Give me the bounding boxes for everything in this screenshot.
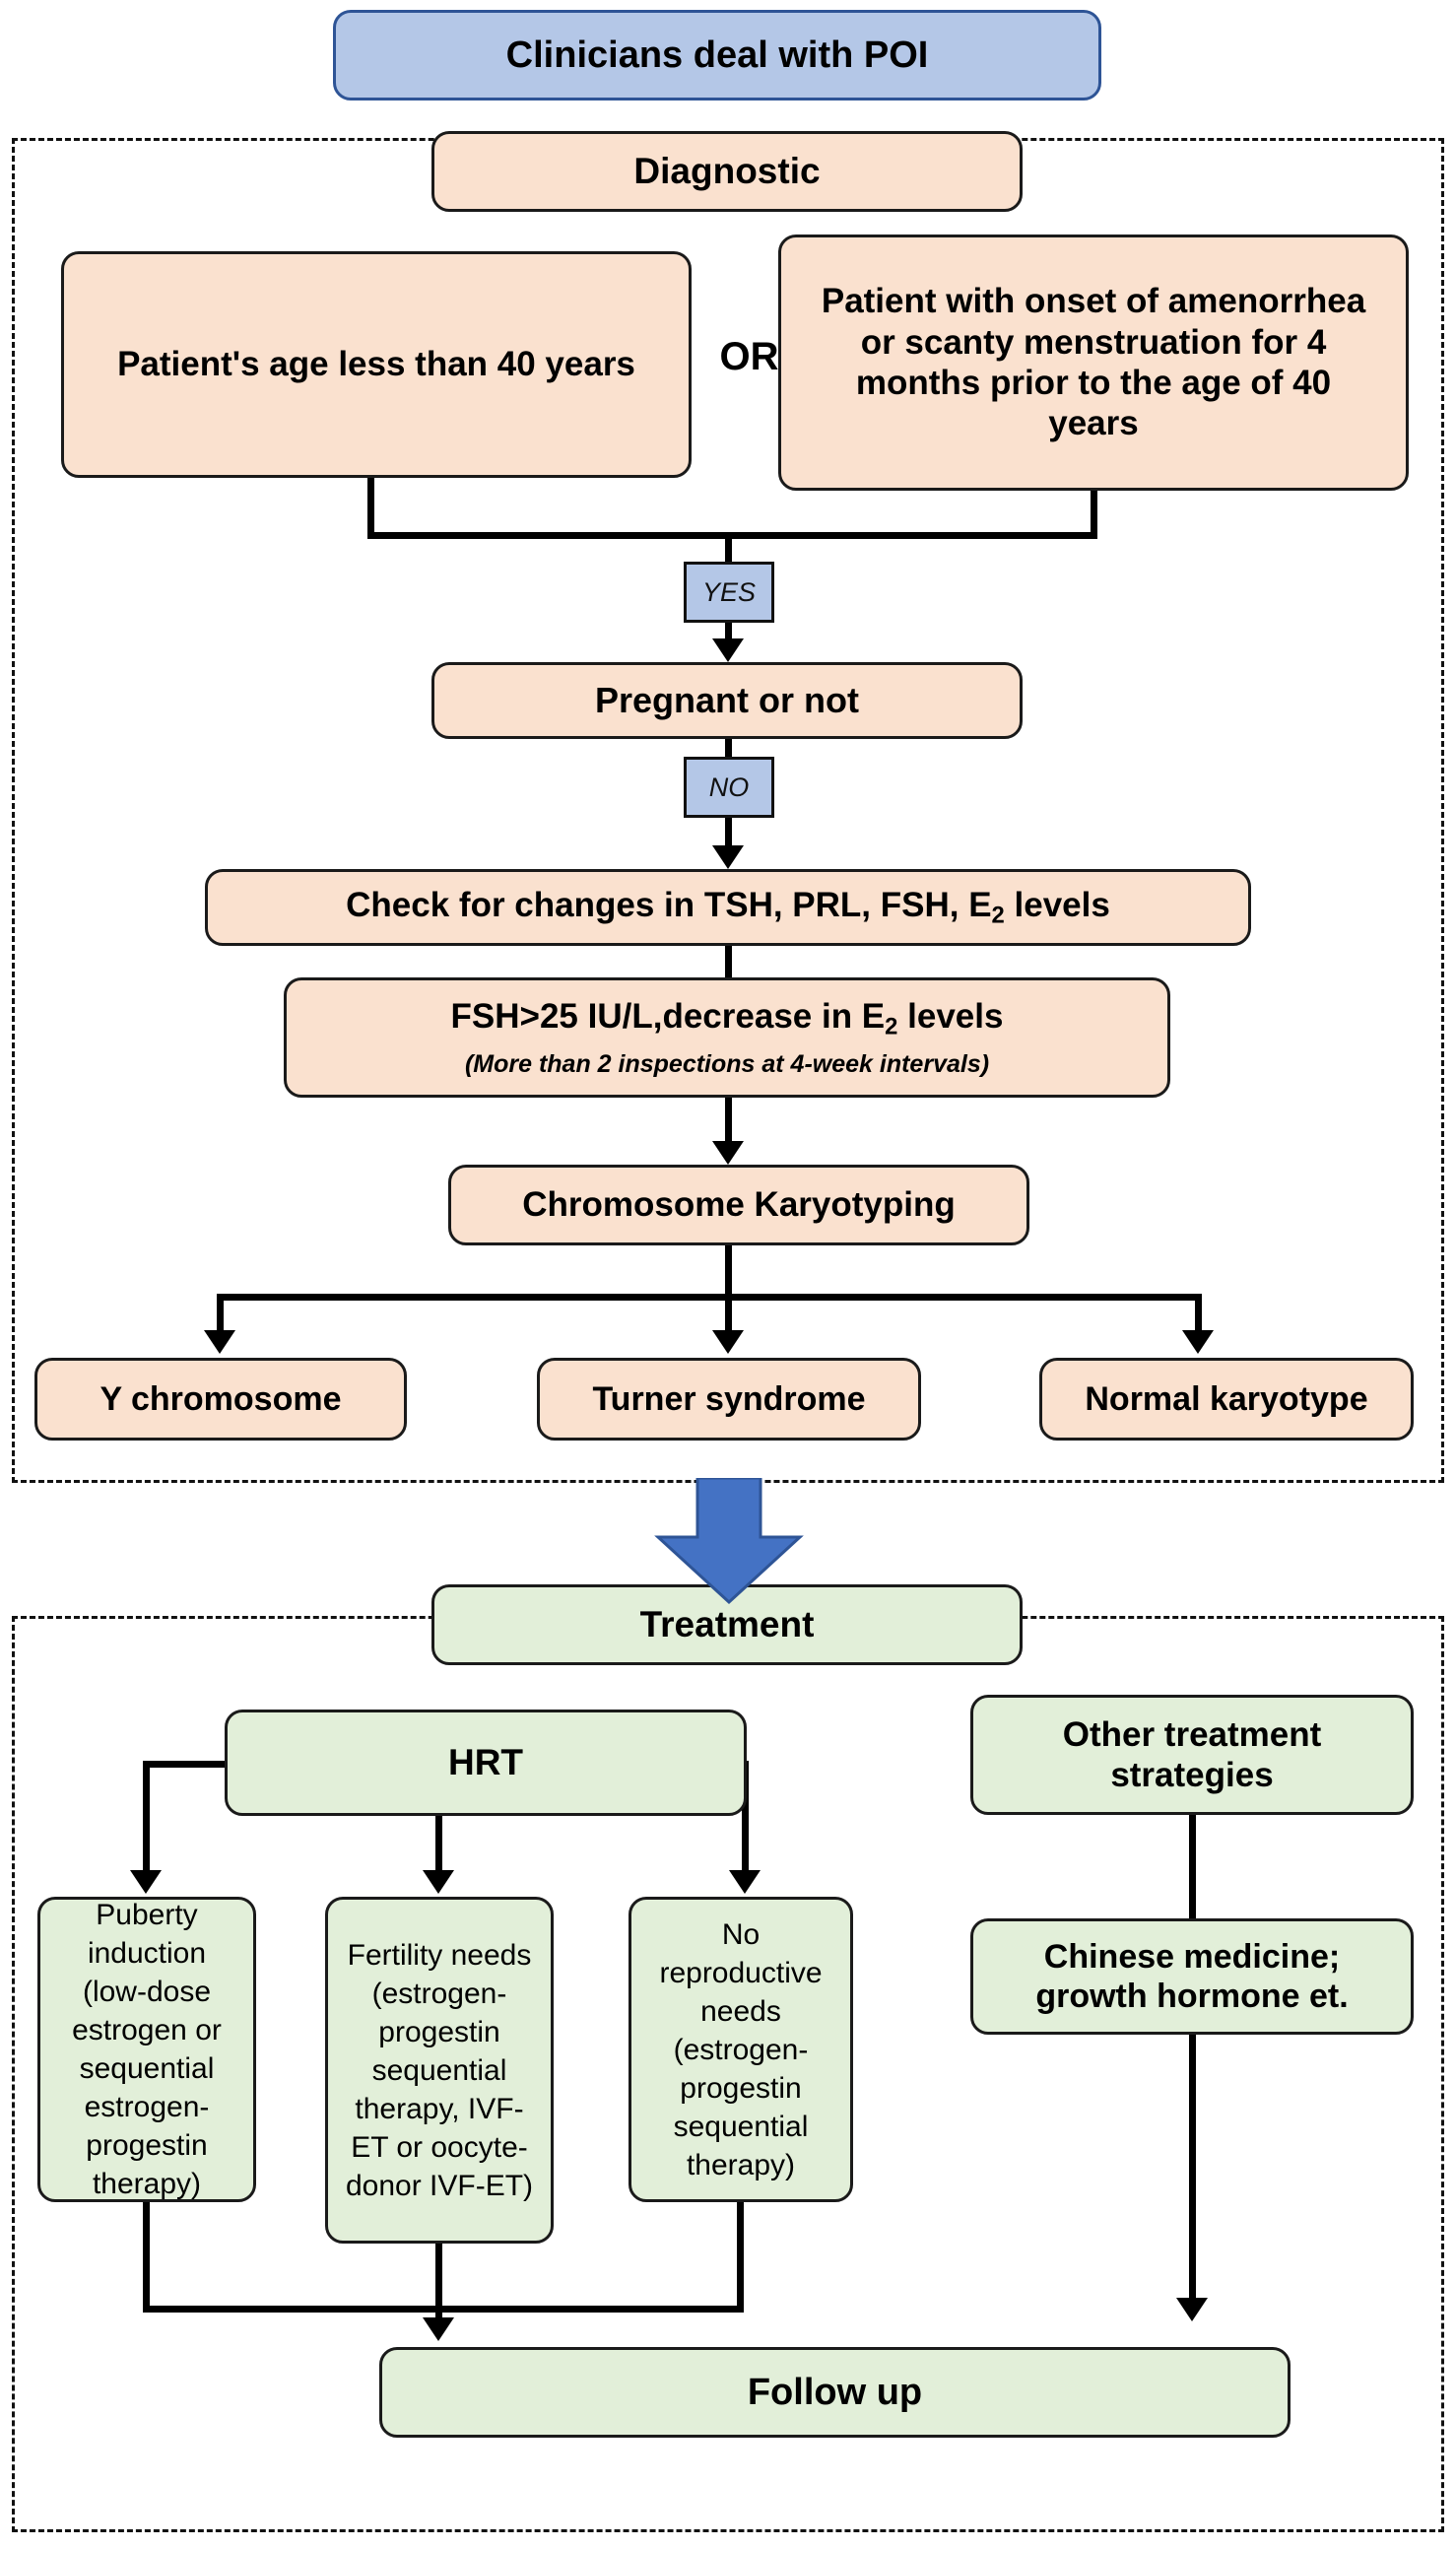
connector-noreproductive-down [737,2202,744,2313]
treatment-final-followup: Follow up [379,2347,1291,2438]
outcome-turner-syndrome: Turner syndrome [537,1358,921,1441]
outcome-normal-karyotype: Normal karyotype [1039,1358,1414,1441]
connector-no-to-hormone [725,818,732,861]
connector-outcome-left-down [217,1294,224,1343]
treatment-branch-other: Other treatment strategies [970,1695,1414,1815]
hrt-option-puberty-induction: Puberty induction (low-dose estrogen or … [37,1897,256,2202]
connector-karyotyping-down [725,1245,732,1299]
diagnostic-section-label: Diagnostic [431,131,1023,212]
arrowhead-to-karyotyping [712,1141,744,1165]
connector-to-yes-chip [725,532,732,564]
outcome-y-chromosome: Y chromosome [34,1358,407,1441]
step-fsh-threshold: FSH>25 IU/L,decrease in E2 levels (More … [284,977,1170,1098]
connector-criteria-right-down [1091,491,1097,537]
criteria-right-node: Patient with onset of amenorrhea or scan… [778,235,1409,491]
section-transition-arrow [654,1478,804,1605]
arrowhead-to-hormone-check [712,845,744,869]
connector-chinese-medicine-to-followup [1189,2035,1196,2315]
step-chromosome-karyotyping: Chromosome Karyotyping [448,1165,1029,1245]
connector-fertility-down [435,2244,442,2313]
header-title-node: Clinicians deal with POI [333,10,1101,101]
step-fsh-threshold-label: FSH>25 IU/L,decrease in E2 levels [450,996,1004,1040]
connector-hrt-mid-down [435,1816,442,1884]
decision-chip-yes: YES [684,562,774,623]
connector-puberty-down [143,2202,150,2313]
arrowhead-outcome-right [1182,1330,1214,1354]
arrowhead-outcome-mid [712,1330,744,1354]
arrowhead-to-pregnant [712,638,744,662]
connector-outcome-right-down [1195,1294,1202,1343]
connector-pregnant-to-no [725,739,732,761]
arrowhead-outcome-left [204,1330,235,1354]
connector-other-to-chinese-medicine [1189,1815,1196,1918]
arrowhead-hrt-puberty [130,1870,162,1894]
treatment-branch-hrt: HRT [225,1710,747,1816]
arrowhead-hrt-to-followup [423,2317,454,2341]
connector-hrt-merge-bus [143,2306,744,2313]
step-hormone-check: Check for changes in TSH, PRL, FSH, E2 l… [205,869,1251,946]
connector-outcome-mid-down [725,1294,732,1343]
criteria-operator-label: OR [719,335,779,378]
connector-fsh-to-karyotyping [725,1098,732,1157]
page-title: Clinicians deal with POI [505,34,929,76]
criteria-left-node: Patient's age less than 40 years [61,251,692,478]
connector-criteria-left-down [367,478,374,537]
connector-hrt-right-down [742,1761,749,1884]
arrowhead-hrt-noreproductive [729,1870,761,1894]
connector-hrt-left-down [143,1761,150,1884]
connector-criteria-merge [367,532,1097,539]
hrt-option-no-reproductive-needs: No reproductive needs (estrogen-progesti… [629,1897,853,2202]
connector-yes-to-pregnant [725,623,732,650]
arrowhead-hrt-fertility [423,1870,454,1894]
step-hormone-check-label: Check for changes in TSH, PRL, FSH, E2 l… [346,886,1110,929]
connector-hormone-to-fsh [725,946,732,977]
other-option-chinese-medicine: Chinese medicine; growth hormone et. [970,1918,1414,2035]
step-pregnant-or-not: Pregnant or not [431,662,1023,739]
decision-chip-no: NO [684,757,774,818]
connector-outcomes-bus [217,1294,1202,1301]
arrowhead-other-to-followup [1176,2298,1208,2321]
hrt-option-fertility-needs: Fertility needs (estrogen-progestin sequ… [325,1897,554,2244]
step-fsh-threshold-note: (More than 2 inspections at 4-week inter… [464,1049,990,1078]
